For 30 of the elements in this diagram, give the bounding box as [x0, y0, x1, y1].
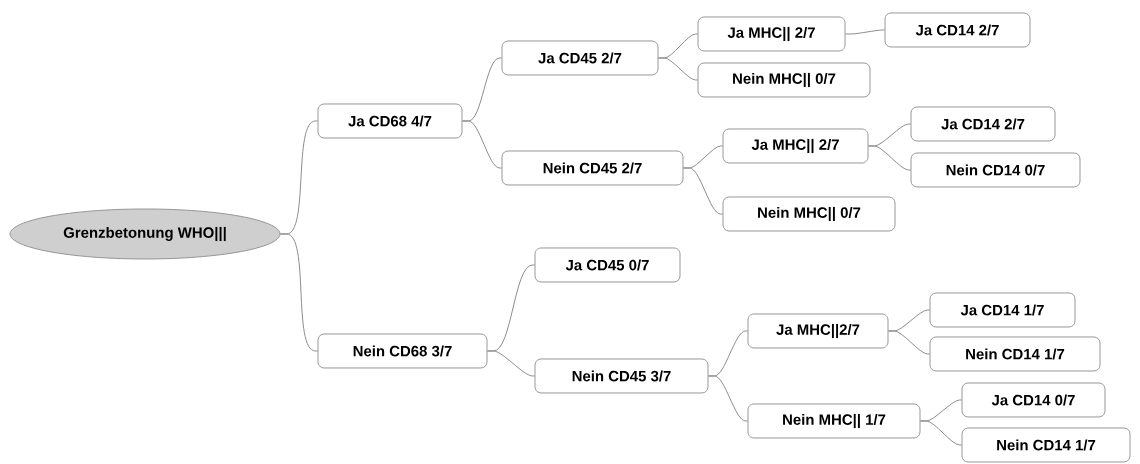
connector-line [708, 375, 748, 422]
connector-line [658, 57, 698, 81]
connector-line [280, 233, 318, 352]
rounded-box: Ja CD45 2/7 [501, 40, 659, 76]
connector-line [868, 145, 911, 171]
rounded-box: Ja CD14 2/7 [910, 106, 1056, 142]
rounded-box: Nein MHC|| 0/7 [697, 62, 871, 98]
connector-line [487, 350, 535, 377]
rounded-box: Nein MHC|| 1/7 [747, 403, 921, 439]
rounded-box: Nein CD14 0/7 [910, 152, 1081, 188]
connector-line [683, 167, 723, 215]
rounded-box: Ja MHC|| 2/7 [722, 128, 869, 164]
rounded-box: Ja CD14 0/7 [961, 382, 1106, 418]
connector-line [920, 420, 962, 446]
rounded-box: Nein CD45 2/7 [501, 150, 684, 186]
rounded-box: Nein CD68 3/7 [317, 333, 488, 369]
connector-line [888, 330, 930, 355]
rounded-box: Ja CD14 2/7 [884, 12, 1031, 48]
rounded-box: Nein CD14 1/7 [929, 336, 1101, 372]
rounded-box: Ja MHC||2/7 [747, 313, 889, 349]
connector-line [845, 29, 885, 35]
rounded-box: Nein CD14 1/7 [961, 427, 1131, 463]
rounded-box: Ja MHC|| 2/7 [697, 16, 846, 52]
rounded-box: Ja CD68 4/7 [317, 103, 463, 139]
rounded-box: Ja CD14 1/7 [929, 292, 1076, 328]
ellipse-node: Grenzbetonung WHO||| [9, 208, 281, 260]
rounded-box: Nein MHC|| 0/7 [722, 196, 896, 232]
rounded-box: Nein CD45 3/7 [534, 358, 709, 394]
rounded-box: Ja CD45 0/7 [534, 247, 681, 283]
connector-line [462, 120, 502, 169]
